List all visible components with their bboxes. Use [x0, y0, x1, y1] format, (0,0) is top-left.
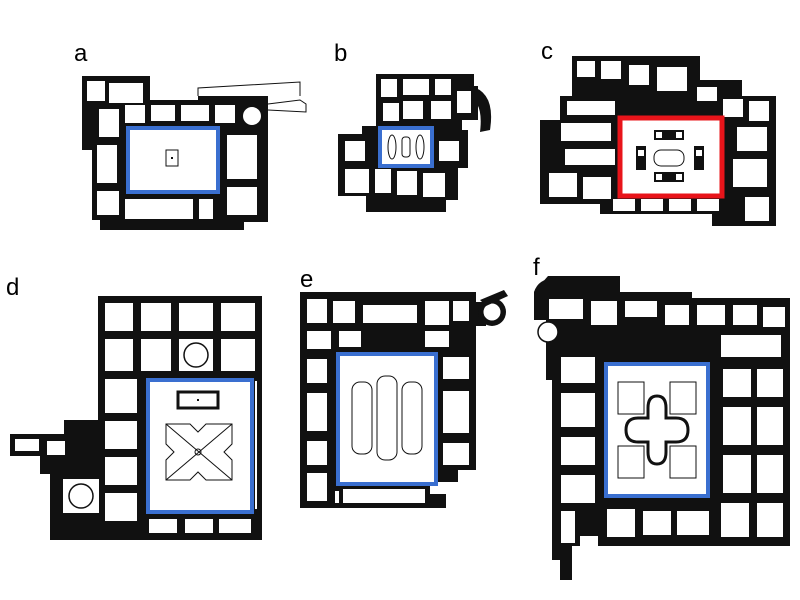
courtyard-b — [378, 126, 434, 168]
floor-plan-e — [300, 290, 508, 508]
panel-label-a: a — [74, 40, 88, 67]
panel-label-d: d — [6, 274, 20, 301]
courtyard-d — [146, 378, 254, 514]
panel-label-b: b — [334, 40, 348, 67]
courtyard-c — [617, 115, 725, 199]
courtyard-e — [336, 352, 438, 486]
floor-plan-b — [338, 74, 492, 212]
panel-label-f: f — [533, 254, 540, 281]
floor-plan-f — [534, 276, 790, 580]
floor-plan-a — [82, 76, 307, 230]
panel-label-c: c — [541, 38, 553, 65]
floor-plan-c — [540, 56, 776, 226]
panel-label-e: e — [300, 266, 314, 293]
courtyard-a — [126, 126, 220, 194]
floor-plan-d — [10, 296, 262, 540]
